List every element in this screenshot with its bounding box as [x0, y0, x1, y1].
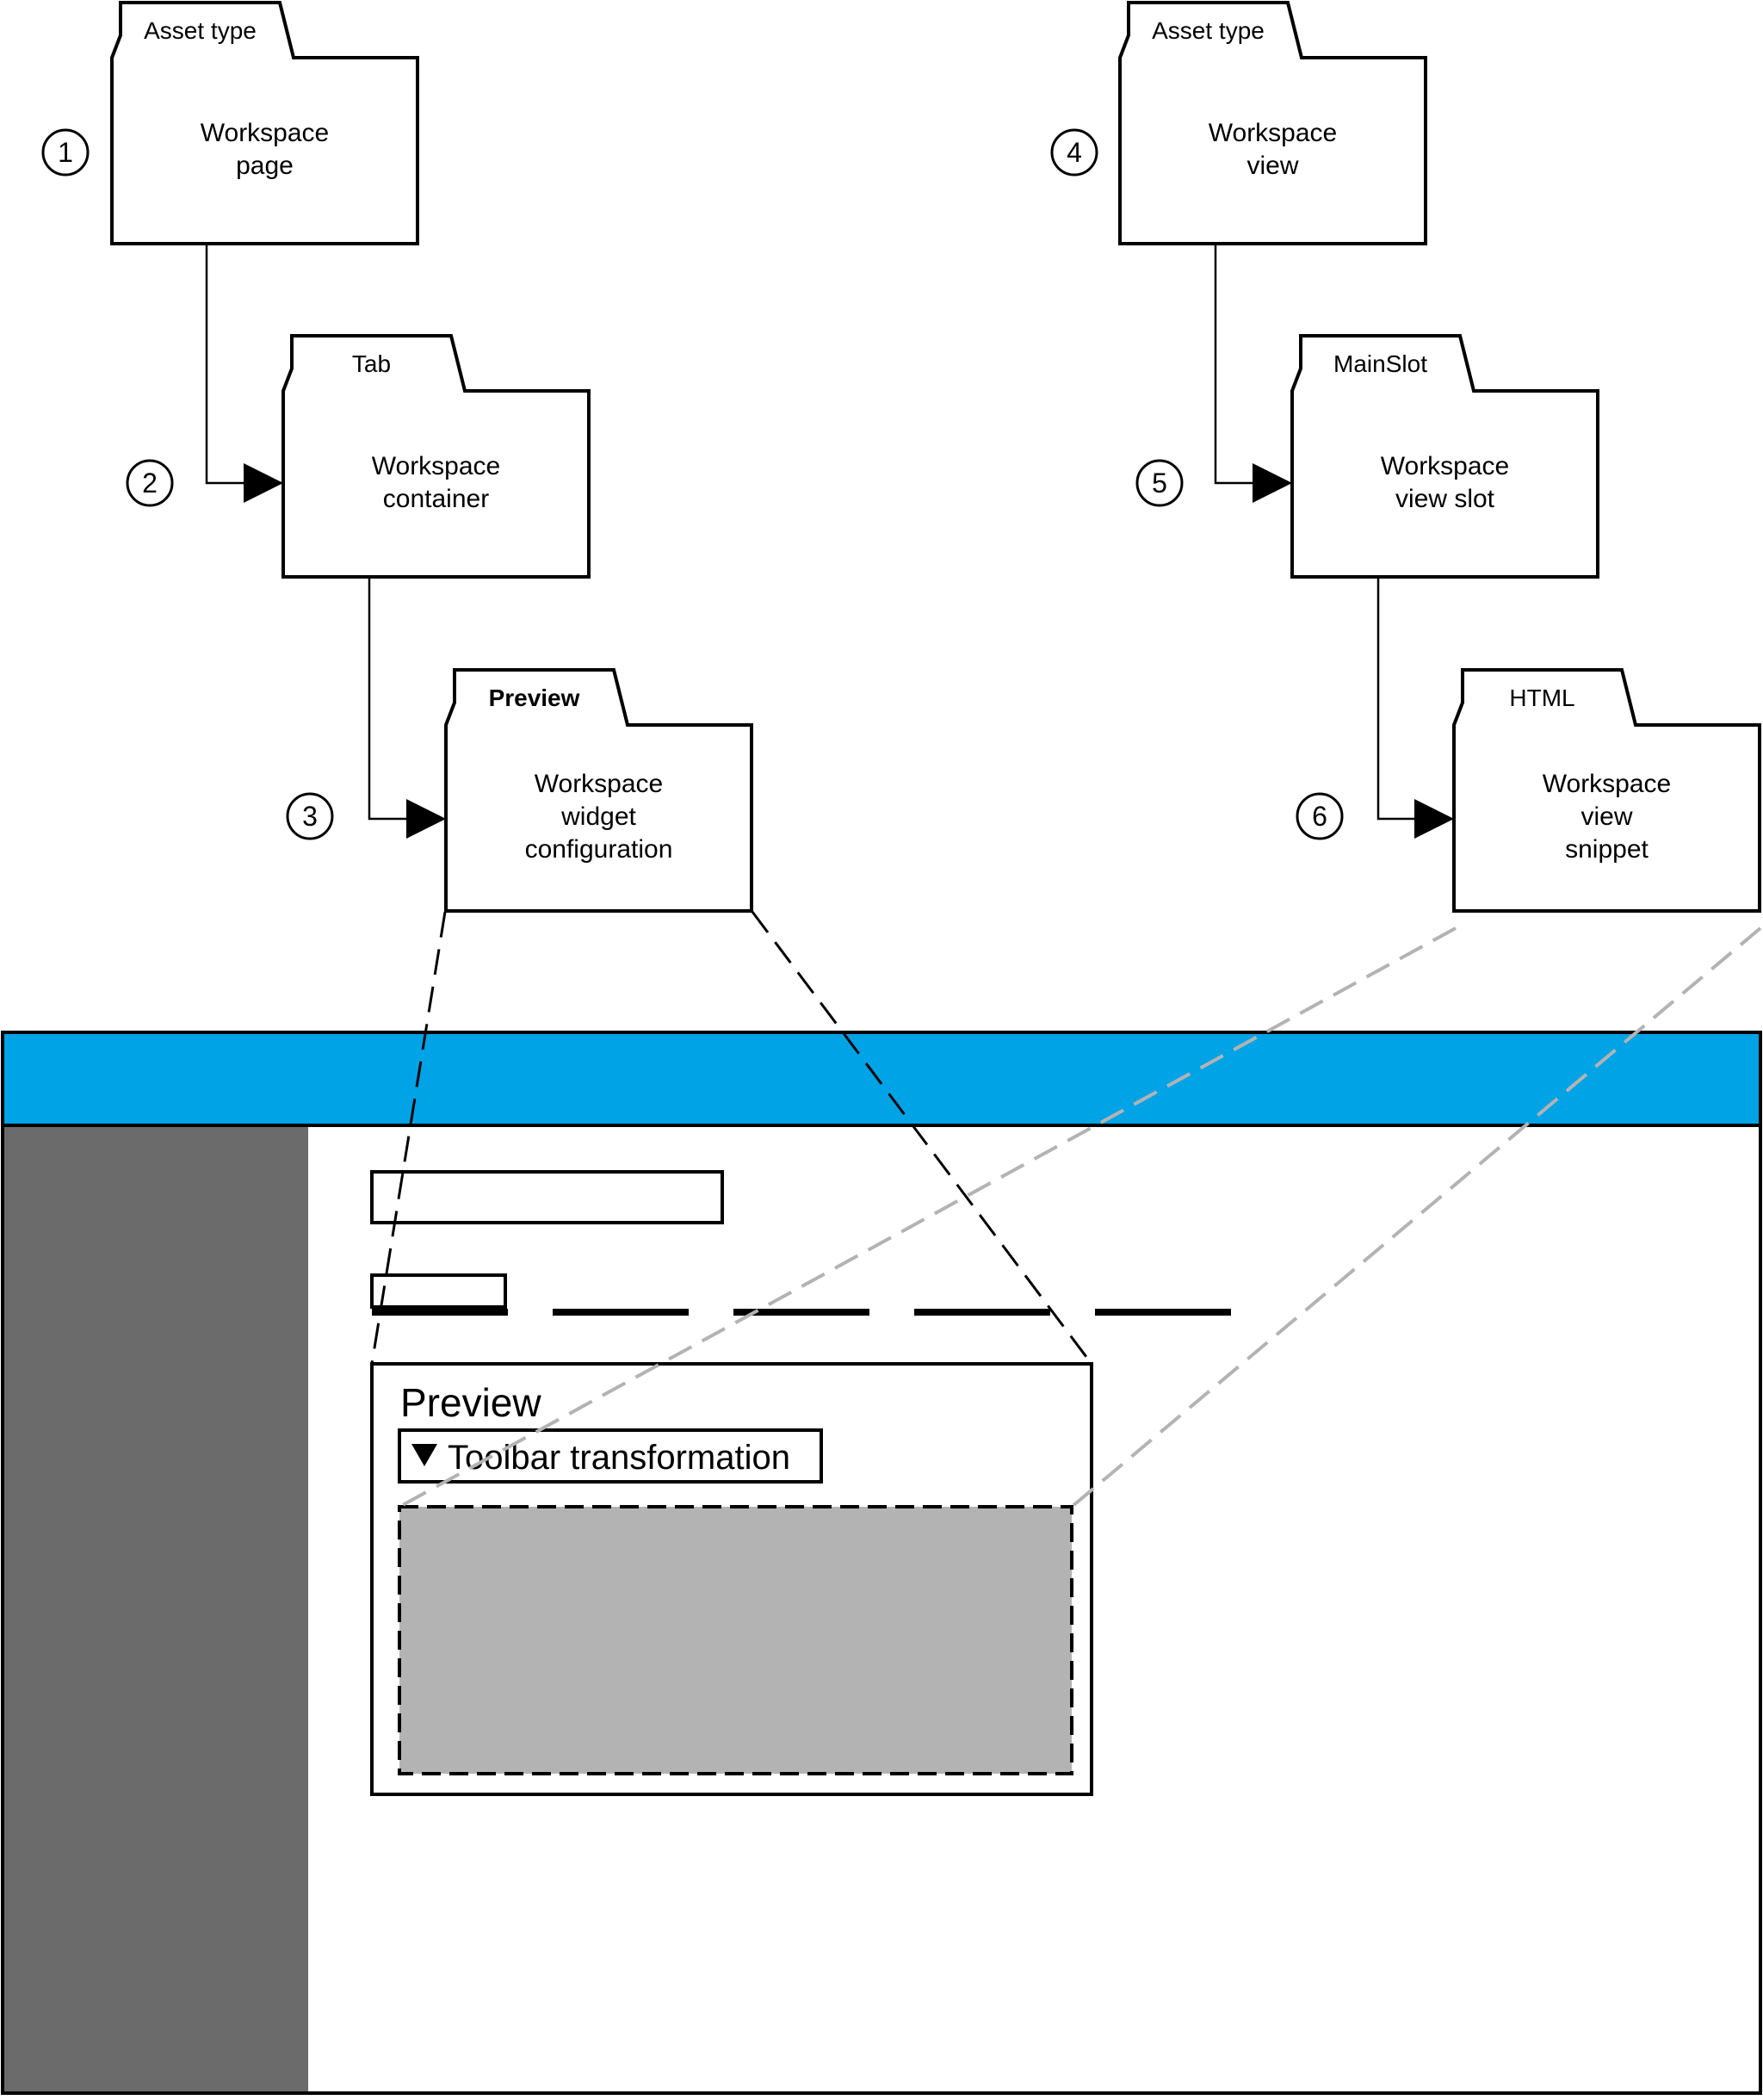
folder-tab-label: Asset type — [1152, 17, 1265, 44]
step-marker-4: 4 — [1050, 128, 1098, 177]
ui-mockup: Preview Toolbar transformation — [1, 1031, 1762, 2095]
step-marker-6: 6 — [1296, 792, 1344, 840]
arrowhead-2 — [244, 463, 283, 503]
step-number: 4 — [1067, 137, 1082, 168]
toolbar-transformation-button[interactable] — [398, 1428, 823, 1484]
folder-body-line: Workspace — [201, 119, 330, 147]
connector-5-6 — [1376, 578, 1420, 821]
folder-shape — [444, 668, 753, 913]
arrowhead-3 — [406, 799, 446, 839]
folder-body-line: page — [236, 152, 294, 180]
zoom-line-gray-left — [399, 926, 1457, 1508]
step-marker-3: 3 — [286, 792, 334, 840]
step-number: 3 — [302, 801, 318, 832]
folder-tab-label: Tab — [352, 350, 391, 377]
folder-body-line: view — [1246, 152, 1298, 180]
toolbar-transformation-label: Toolbar transformation — [448, 1439, 790, 1477]
folder-body-line: Workspace — [1381, 452, 1510, 480]
folder-shape — [1290, 334, 1599, 579]
connector-2-3 — [368, 578, 409, 821]
folder-body-line: configuration — [525, 835, 673, 864]
folder-body-line: Workspace — [372, 452, 501, 480]
folder-tab-label: Preview — [489, 685, 580, 711]
folder-shape — [281, 334, 591, 579]
step-number: 2 — [142, 468, 158, 499]
folders: Asset typeWorkspacepageTabWorkspaceconta… — [110, 1, 1761, 913]
folder-body-line: container — [383, 485, 489, 513]
connector-4-5 — [1214, 243, 1259, 485]
folder-tab-label: MainSlot — [1333, 350, 1427, 377]
folder-tab-label: HTML — [1509, 685, 1574, 711]
step-circle — [126, 459, 174, 507]
triangle-down-icon — [411, 1444, 437, 1466]
mockup-header-bar — [1, 1031, 1762, 1127]
mockup-sidebar — [4, 1127, 308, 2091]
step-number: 1 — [58, 137, 73, 168]
arrowhead-6 — [1414, 799, 1454, 839]
step-circle — [1050, 128, 1098, 177]
folder-body-line: snippet — [1565, 835, 1649, 864]
folder-shape — [1452, 668, 1761, 913]
arrowheads — [244, 463, 1454, 839]
mockup-field-short — [370, 1273, 507, 1309]
folder-workspace-view-snippet: HTML Workspace view snippet — [1452, 668, 1761, 913]
folder-body-line: Workspace — [1209, 119, 1338, 147]
mockup-field-long — [370, 1170, 724, 1224]
connector-1-2 — [205, 243, 250, 485]
zoom-line-black-left — [370, 911, 447, 1365]
folder-body-line: Workspace — [535, 770, 664, 798]
folder-shape — [1118, 1, 1427, 245]
folder-body-line: widget — [560, 802, 636, 831]
arrowhead-5 — [1253, 463, 1292, 503]
step-circle — [41, 128, 90, 177]
step-marker-2: 2 — [126, 459, 174, 507]
step-marker-5: 5 — [1135, 459, 1184, 507]
step-markers: 1 2 3 4 5 6 — [41, 128, 1344, 840]
folder-body-line: view — [1581, 802, 1632, 831]
folder-tab-label: Asset type — [144, 17, 257, 44]
step-marker-1: 1 — [41, 128, 90, 177]
step-number: 6 — [1312, 801, 1327, 832]
zoom-line-black-right — [751, 911, 1093, 1365]
step-circle — [286, 792, 334, 840]
connectors — [205, 243, 1420, 821]
folder-shape — [110, 1, 419, 245]
step-circle — [1135, 459, 1184, 507]
zoom-lines — [370, 911, 1762, 1508]
step-number: 5 — [1152, 468, 1167, 499]
preview-panel-title: Preview — [400, 1380, 541, 1425]
folder-body-line: view slot — [1395, 485, 1495, 513]
folder-body-line: Workspace — [1543, 770, 1672, 798]
step-circle — [1296, 792, 1344, 840]
preview-content-area — [398, 1505, 1073, 1775]
